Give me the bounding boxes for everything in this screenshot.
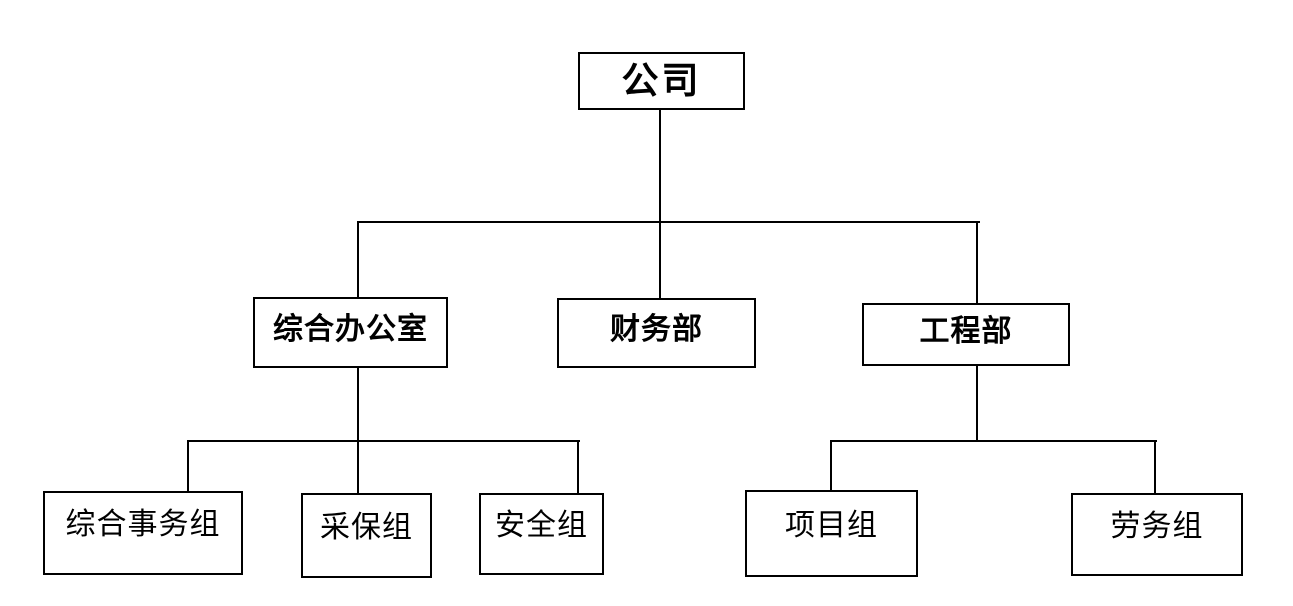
- org-node-labor-group-label: 劳务组: [1110, 509, 1204, 543]
- connector-drop-general-office: [357, 221, 359, 297]
- org-node-company-label: 公司: [621, 60, 702, 102]
- org-node-labor-group: 劳务组: [1071, 493, 1243, 576]
- connector-company-to-level2: [659, 110, 661, 298]
- org-node-general-affairs-group: 综合事务组: [43, 491, 243, 575]
- org-node-project-group-label: 项目组: [785, 508, 878, 542]
- connector-drop-procurement-group: [357, 440, 359, 493]
- org-node-procurement-group-label: 采保组: [320, 510, 413, 544]
- org-node-general-affairs-group-label: 综合事务组: [65, 508, 221, 541]
- connector-office-children-horizontal: [187, 440, 580, 442]
- org-node-general-office-label: 综合办公室: [273, 312, 428, 346]
- org-node-engineering-dept: 工程部: [862, 303, 1070, 366]
- connector-drop-engineering-dept: [976, 221, 978, 303]
- org-node-procurement-group: 采保组: [301, 493, 432, 578]
- org-node-finance-dept: 财务部: [557, 298, 756, 368]
- org-node-safety-group-label: 安全组: [495, 509, 588, 542]
- connector-drop-general-affairs-group: [187, 440, 189, 491]
- org-node-general-office: 综合办公室: [253, 297, 448, 368]
- org-node-engineering-dept-label: 工程部: [919, 314, 1013, 348]
- connector-level2-horizontal: [358, 221, 980, 223]
- org-node-company: 公司: [578, 52, 745, 110]
- connector-engineering-to-children: [976, 366, 978, 441]
- connector-drop-labor-group: [1154, 440, 1156, 493]
- connector-general-office-to-children: [357, 368, 359, 441]
- connector-drop-safety-group: [577, 440, 579, 493]
- org-node-safety-group: 安全组: [479, 493, 604, 575]
- connector-drop-project-group: [830, 440, 832, 490]
- connector-engineering-children-horizontal: [830, 440, 1157, 442]
- org-node-project-group: 项目组: [745, 490, 918, 577]
- org-node-finance-dept-label: 财务部: [610, 313, 703, 346]
